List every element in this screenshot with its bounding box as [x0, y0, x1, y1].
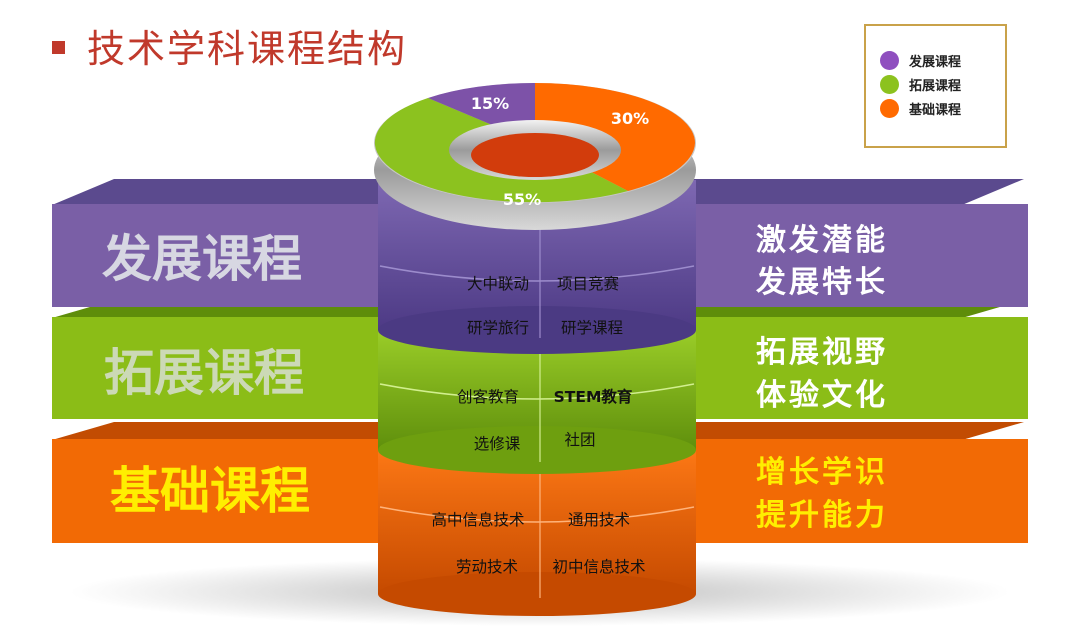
tier-desc-basic-1: 增长学识: [756, 455, 888, 490]
cylinder-develop-bottom: [378, 306, 696, 354]
item-basic-4: 初中信息技术: [552, 558, 645, 576]
legend-label-expand: 拓展课程: [909, 78, 962, 94]
legend: 发展课程 拓展课程 基础课程: [864, 24, 1007, 148]
pct-basic: 30%: [611, 109, 649, 128]
legend-item-develop: 发展课程: [880, 48, 1005, 72]
cylinder-expand-divider: [379, 383, 695, 400]
cylinder-basic-divider: [379, 506, 695, 523]
tier-desc-expand-2: 体验文化: [756, 378, 888, 413]
tier-desc-basic-2: 提升能力: [756, 498, 888, 533]
item-expand-2: STEM教育: [554, 387, 633, 406]
item-develop-1: 大中联动: [467, 275, 529, 293]
tier-desc-develop-2: 发展特长: [755, 265, 888, 300]
legend-dot-develop: [880, 50, 899, 70]
pct-expand: 55%: [503, 190, 541, 209]
donut-slice-basic: [535, 83, 695, 191]
cylinder-expand-bottom: [378, 426, 696, 474]
item-expand-1: 创客教育: [457, 388, 519, 406]
pct-develop: 15%: [471, 94, 509, 113]
tier-title-develop: 发展课程: [102, 230, 302, 288]
donut-hole: [471, 133, 599, 177]
item-develop-2: 项目竞赛: [557, 274, 619, 293]
legend-dot-basic: [880, 98, 899, 118]
page-title: 技术学科课程结构: [87, 27, 408, 71]
legend-label-basic: 基础课程: [909, 102, 962, 118]
item-basic-1: 高中信息技术: [431, 511, 524, 529]
page-title-wrap: 技术学科课程结构: [52, 18, 407, 73]
cylinder-develop-divider: [379, 265, 695, 282]
item-expand-4: 社团: [564, 431, 595, 449]
item-develop-3: 研学旅行: [467, 319, 529, 337]
legend-item-basic: 基础课程: [880, 96, 1005, 120]
legend-dot-expand: [880, 74, 899, 94]
item-basic-3: 劳动技术: [456, 558, 518, 576]
item-expand-3: 选修课: [474, 435, 521, 453]
item-develop-4: 研学课程: [561, 319, 623, 337]
tier-title-basic: 基础课程: [110, 462, 310, 520]
tier-desc-develop-1: 激发潜能: [756, 223, 888, 258]
tier-desc-expand-1: 拓展视野: [756, 335, 888, 370]
legend-label-develop: 发展课程: [909, 54, 962, 70]
legend-item-expand: 拓展课程: [880, 72, 1005, 96]
item-basic-2: 通用技术: [568, 511, 630, 529]
tier-title-expand: 拓展课程: [104, 344, 304, 402]
title-bullet: [52, 41, 65, 54]
cylinder-basic-bottom: [378, 572, 696, 616]
